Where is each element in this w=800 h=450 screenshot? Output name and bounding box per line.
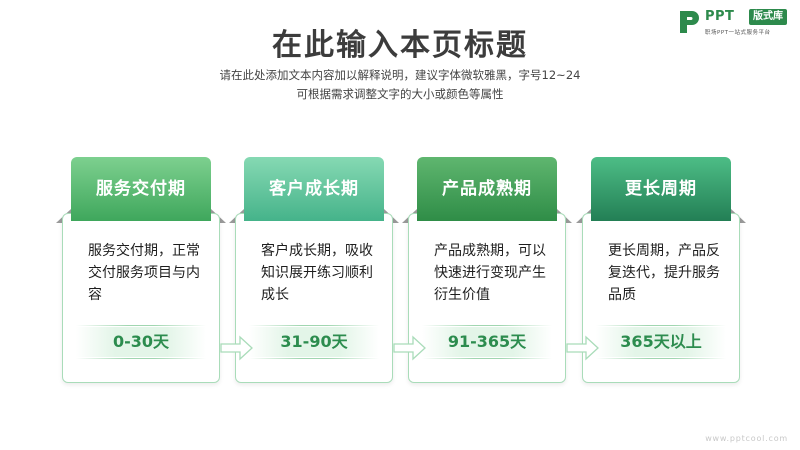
subtitle-line-1: 请在此处添加文本内容加以解释说明，建议字体微软雅黑，字号12~24	[219, 68, 581, 82]
stage-desc-3: 产品成熟期，可以快速进行变现产生衍生价值	[434, 243, 546, 303]
arrow-right-icon	[393, 335, 426, 361]
watermark: www.pptcool.com	[705, 434, 788, 443]
stage-header-3: 产品成熟期	[417, 157, 557, 221]
brand-logo: PPT 版式库 职场PPT一站式服务平台	[678, 8, 796, 38]
logo-p-icon	[680, 11, 699, 33]
stage-header-4: 更长周期	[591, 157, 731, 221]
stage-period-2: 31-90天	[249, 325, 379, 359]
stage-desc-1: 服务交付期，正常交付服务项目与内容	[88, 243, 200, 303]
stage-header-2: 客户成长期	[244, 157, 384, 221]
stage-header-1: 服务交付期	[71, 157, 211, 221]
page-subtitle[interactable]: 请在此处添加文本内容加以解释说明，建议字体微软雅黑，字号12~24 可根据需求调…	[0, 66, 800, 104]
stage-period-4: 365天以上	[596, 325, 726, 359]
arrow-right-icon	[566, 335, 599, 361]
stage-desc-2: 客户成长期，吸收知识展开练习顺利成长	[261, 243, 373, 303]
stage-desc-4: 更长周期，产品反复迭代，提升服务品质	[608, 243, 720, 303]
arrow-right-icon	[220, 335, 253, 361]
stage-period-3: 91-365天	[422, 325, 552, 359]
page-title[interactable]: 在此输入本页标题	[272, 28, 528, 63]
logo-brand-text: PPT	[705, 9, 735, 24]
logo-badge: 版式库	[749, 9, 787, 25]
subtitle-line-2: 可根据需求调整文字的大小或颜色等属性	[296, 87, 504, 101]
stage-period-1: 0-30天	[76, 325, 206, 359]
logo-tagline: 职场PPT一站式服务平台	[705, 30, 771, 36]
